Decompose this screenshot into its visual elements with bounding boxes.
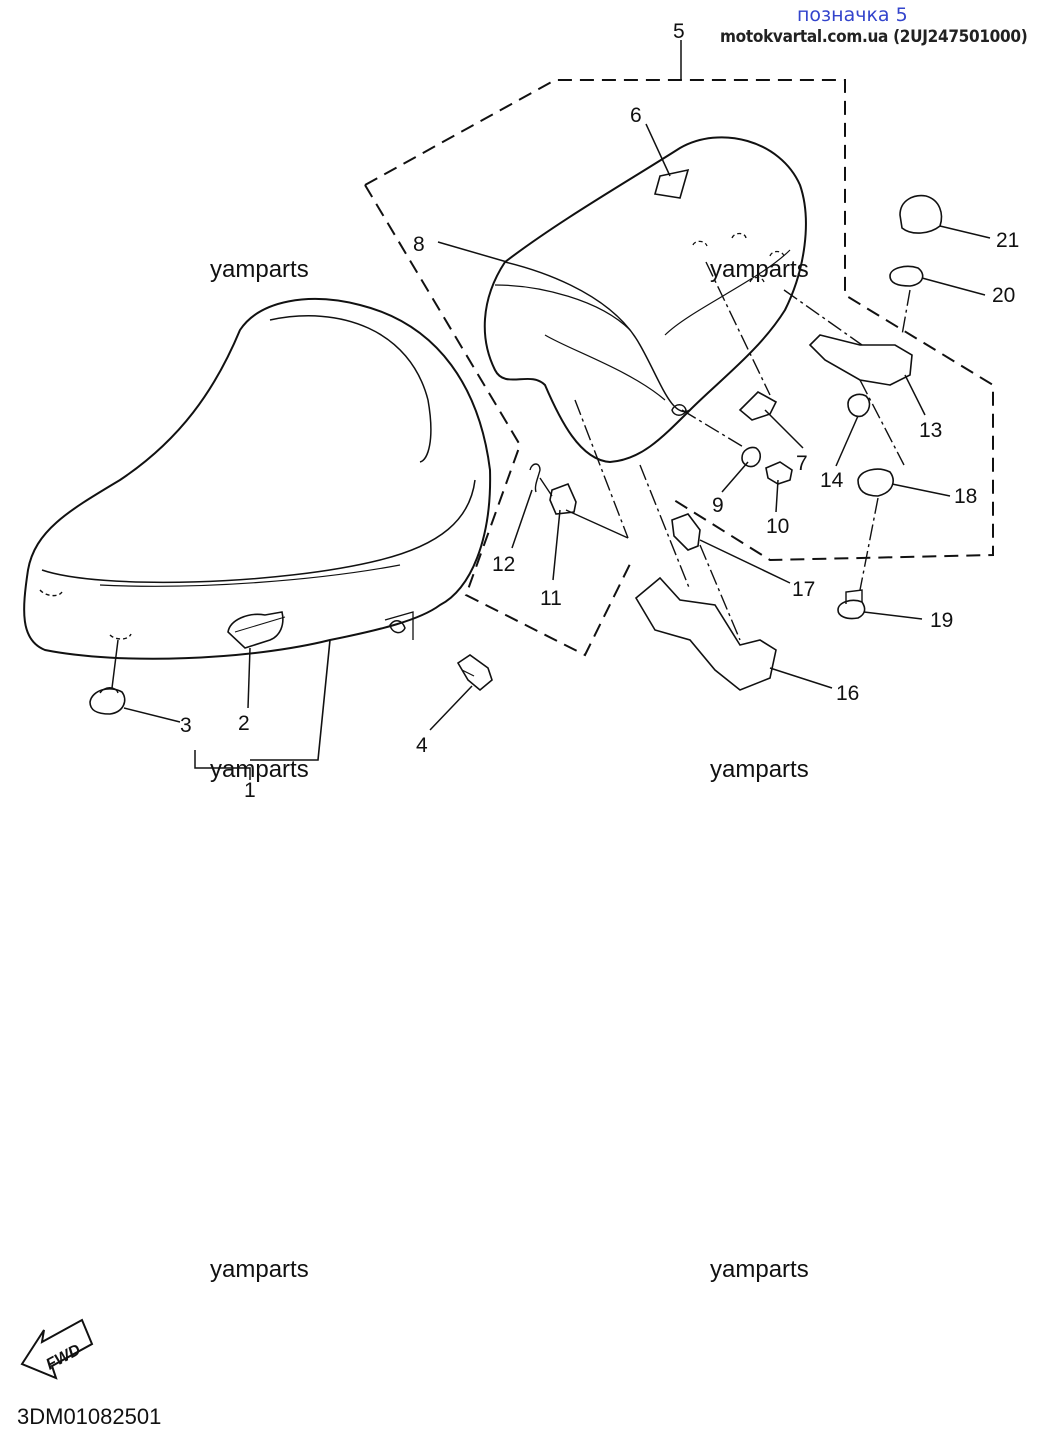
part-4-bolt bbox=[456, 654, 493, 692]
callout-18: 18 bbox=[954, 485, 977, 508]
callout-9: 9 bbox=[712, 494, 724, 517]
part-21-cap-nut bbox=[899, 194, 943, 234]
part-13-bracket bbox=[808, 334, 913, 386]
leader-10 bbox=[775, 479, 779, 513]
assembly-5-boundary bbox=[364, 79, 994, 562]
leader-4 bbox=[429, 685, 473, 731]
leader-1 bbox=[194, 750, 251, 780]
leader-3 bbox=[123, 707, 181, 723]
fwd-arrow bbox=[20, 1318, 94, 1380]
leader-19 bbox=[863, 611, 923, 620]
callout-14: 14 bbox=[820, 469, 844, 492]
leader-18 bbox=[891, 483, 951, 497]
callout-5: 5 bbox=[673, 20, 685, 43]
callout-7: 7 bbox=[796, 452, 808, 475]
leader-8 bbox=[437, 241, 508, 263]
part-18-grommet bbox=[857, 468, 894, 497]
callout-20: 20 bbox=[992, 284, 1015, 307]
leader-12 bbox=[511, 489, 533, 549]
watermark: yamparts bbox=[210, 256, 309, 283]
label-marker: позначка 5 bbox=[797, 4, 908, 26]
callout-2: 2 bbox=[238, 712, 250, 735]
callout-17: 17 bbox=[792, 578, 815, 601]
callout-1: 1 bbox=[244, 779, 256, 802]
callout-21: 21 bbox=[996, 229, 1019, 252]
leader-3-link bbox=[111, 639, 119, 689]
assembly-5-boundary-left bbox=[364, 184, 633, 657]
part-20-washer bbox=[889, 265, 924, 287]
figure-code: 3DM01082501 bbox=[17, 1404, 162, 1429]
leader-21 bbox=[939, 225, 991, 239]
callout-labels: 5 6 8 21 20 13 7 14 18 9 10 12 17 11 19 … bbox=[43, 20, 1019, 1374]
leader-9 bbox=[721, 461, 749, 493]
leader-14 bbox=[835, 415, 859, 467]
watermark: yamparts bbox=[210, 756, 309, 783]
watermark: yamparts bbox=[710, 1256, 809, 1283]
part-17-bolt bbox=[671, 513, 701, 551]
part-16-hinge bbox=[634, 576, 777, 691]
leader-7 bbox=[764, 409, 804, 449]
callout-13: 13 bbox=[919, 419, 942, 442]
part-19-collar bbox=[837, 599, 866, 620]
part-14-nut bbox=[847, 393, 871, 418]
watermark: yamparts bbox=[710, 756, 809, 783]
part-2-strap bbox=[227, 611, 286, 649]
leader-13 bbox=[904, 374, 926, 416]
source-line: motokvartal.com.ua (2UJ247501000) bbox=[720, 27, 1028, 47]
part-11-nut-plate bbox=[549, 482, 577, 515]
callout-8: 8 bbox=[413, 233, 425, 256]
watermark: yamparts bbox=[710, 256, 809, 283]
callout-10: 10 bbox=[766, 515, 789, 538]
callout-3: 3 bbox=[180, 714, 192, 737]
leader-11 bbox=[552, 509, 561, 581]
leader-16 bbox=[769, 667, 833, 689]
callout-19: 19 bbox=[930, 609, 953, 632]
part-3-damper bbox=[89, 687, 126, 715]
leader-20 bbox=[921, 277, 986, 296]
part-9-washer bbox=[741, 446, 762, 468]
callout-12: 12 bbox=[492, 553, 515, 576]
leader-2 bbox=[247, 647, 251, 709]
part-10-bolt bbox=[765, 461, 793, 485]
leader-17 bbox=[699, 539, 791, 584]
fwd-label: FWD bbox=[43, 1341, 84, 1373]
callout-16: 16 bbox=[836, 682, 859, 705]
passenger-seat bbox=[483, 136, 807, 464]
callout-6: 6 bbox=[630, 104, 642, 127]
part-12-clip bbox=[529, 463, 541, 493]
callout-11: 11 bbox=[540, 587, 562, 610]
main-seat bbox=[23, 298, 492, 761]
watermark: yamparts bbox=[210, 1256, 309, 1283]
leader-6 bbox=[645, 123, 671, 177]
part-7-clip bbox=[738, 391, 778, 421]
callout-4: 4 bbox=[416, 734, 428, 757]
